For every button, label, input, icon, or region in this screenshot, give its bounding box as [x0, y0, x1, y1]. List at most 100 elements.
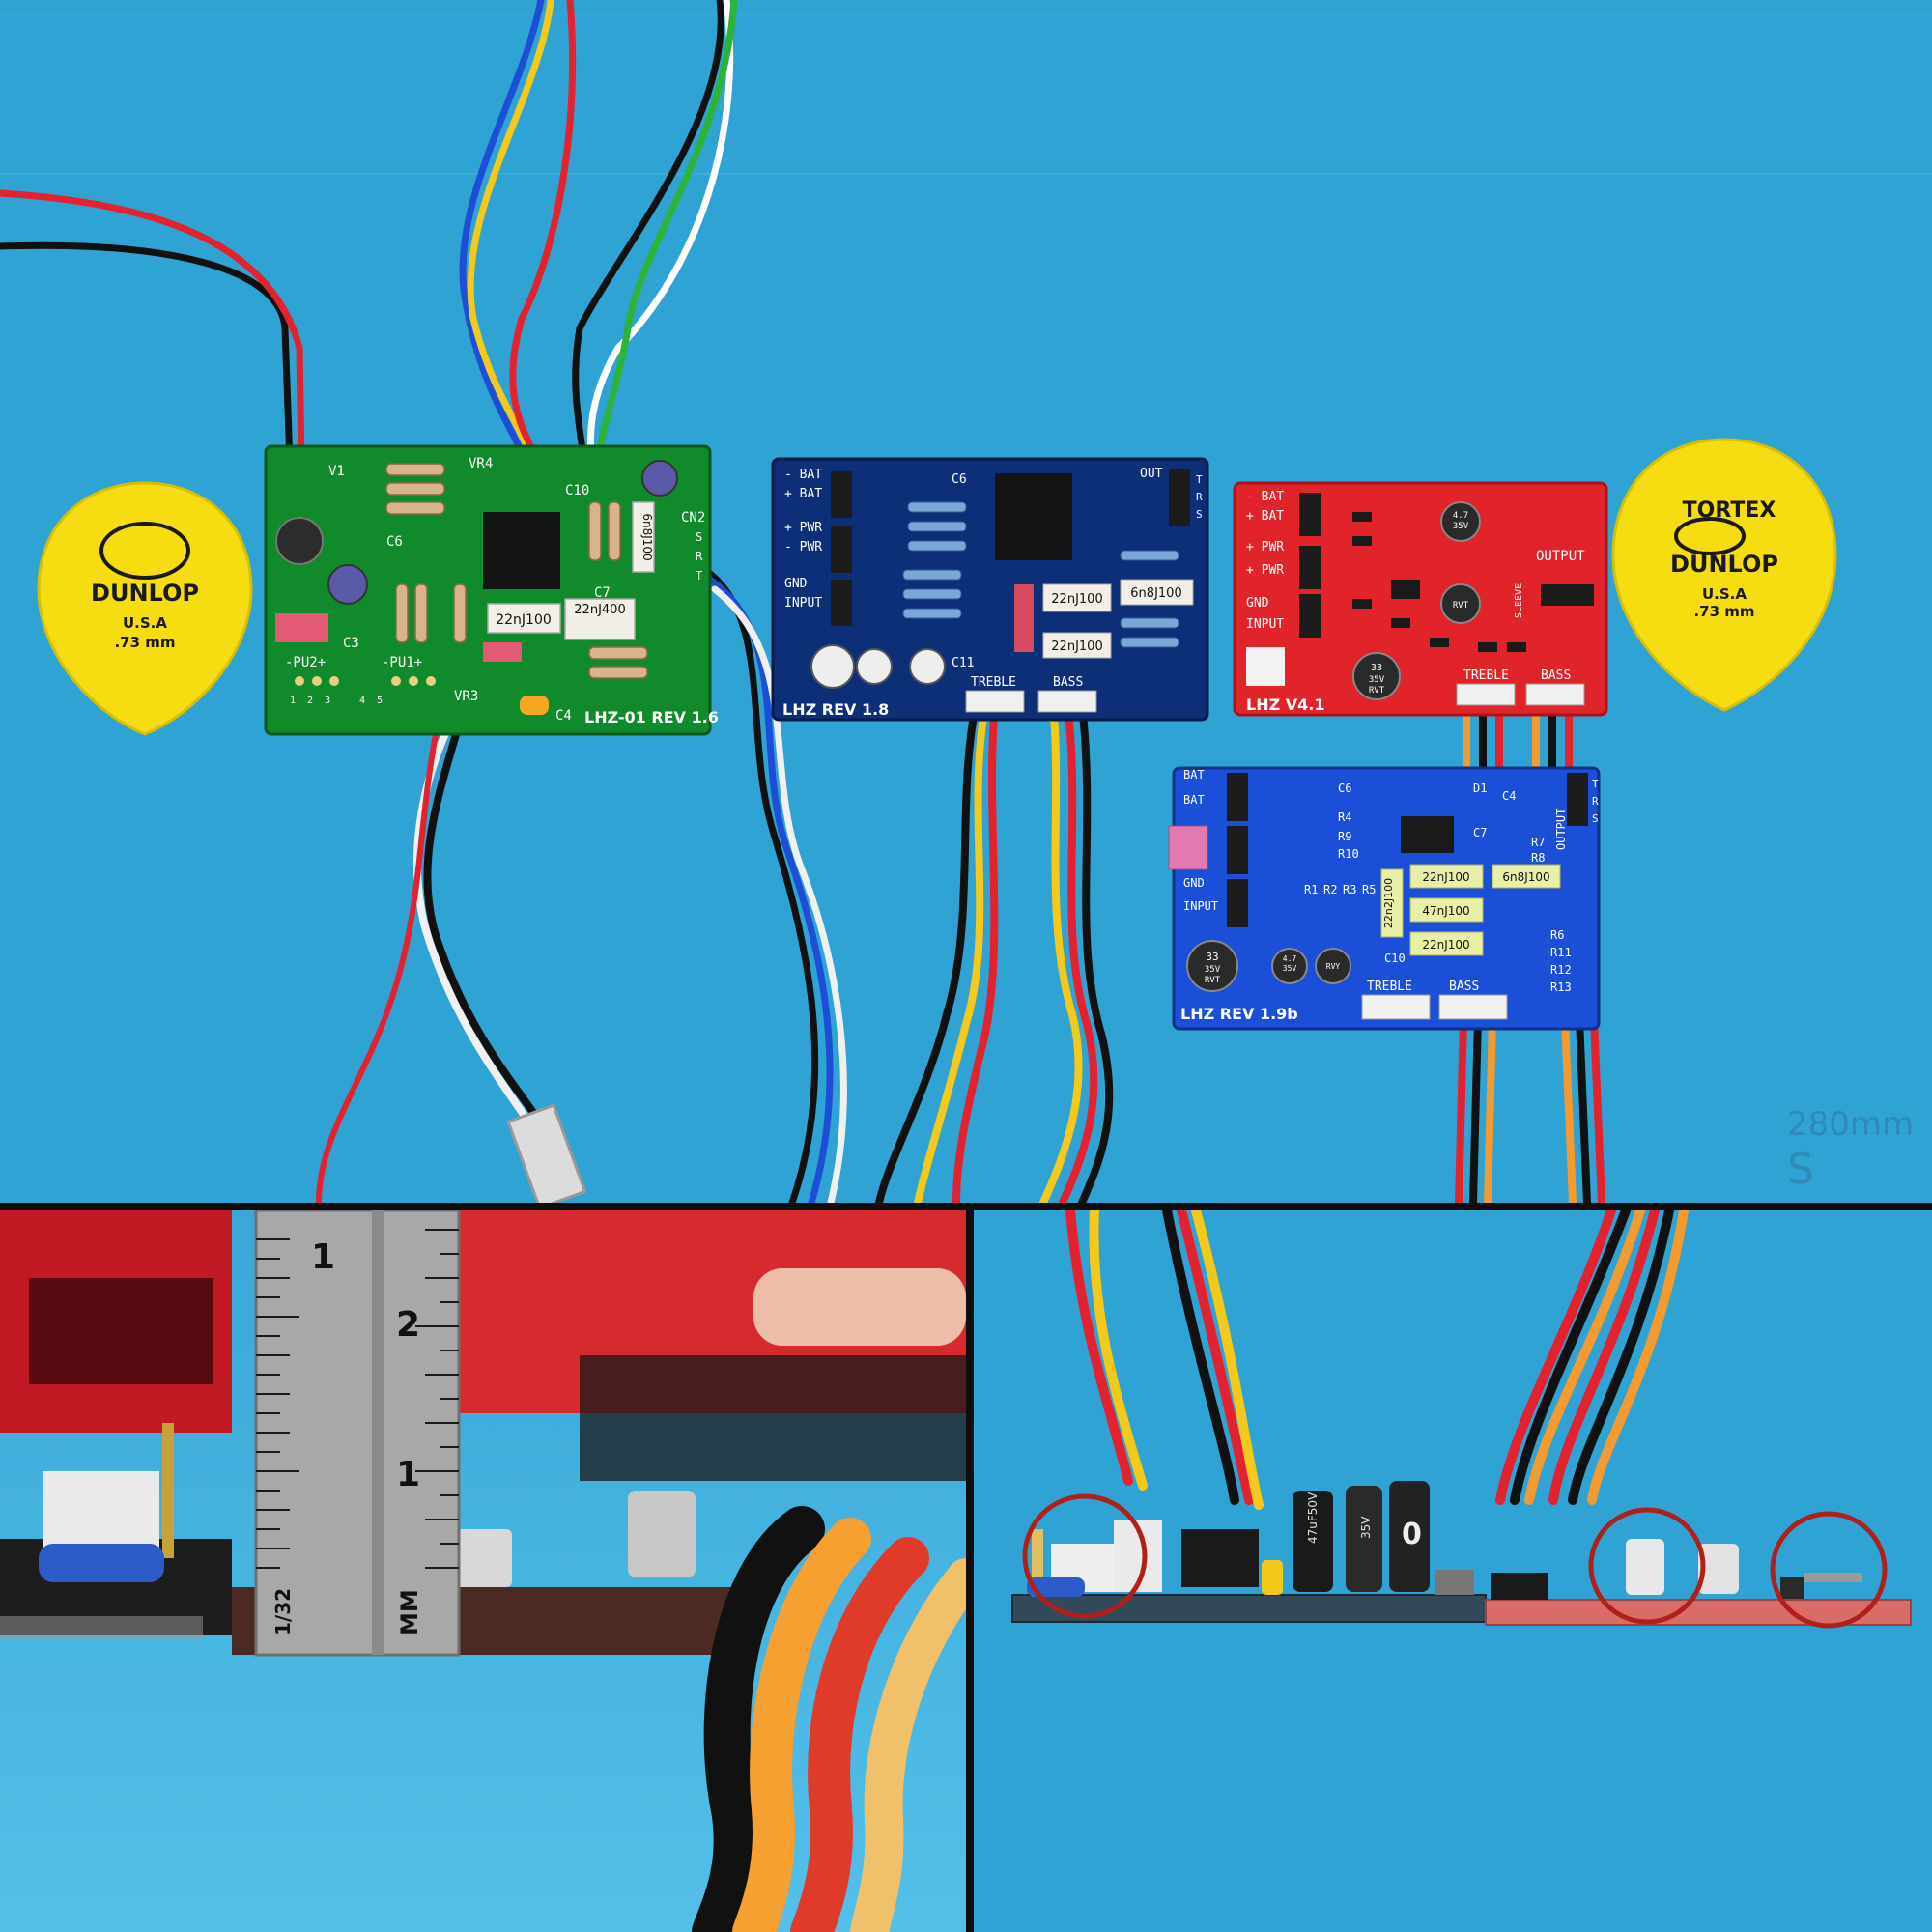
film-cap-label: 22nJ100: [496, 612, 552, 628]
svg-text:R2: R2: [1323, 883, 1337, 896]
ref-input: INPUT: [784, 596, 822, 611]
svg-text:R8: R8: [1531, 851, 1545, 865]
header-pin-horizontal: [1804, 1573, 1862, 1582]
pick-left-origin: U.S.A: [123, 614, 167, 632]
mat-grid: [0, 14, 1932, 175]
film-cap-label: 6n8J100: [640, 513, 654, 560]
resistors: [385, 463, 648, 679]
connector-treble: [1361, 994, 1431, 1020]
film-cap: [1120, 579, 1194, 606]
pin-headers: [831, 469, 1190, 626]
pin-headers: [1227, 773, 1588, 927]
blue-resistor: [1027, 1577, 1085, 1597]
svg-text:6n8J100: 6n8J100: [1502, 870, 1549, 884]
label-treble: TREBLE: [1367, 980, 1412, 994]
svg-text:22nJ100: 22nJ100: [1422, 938, 1469, 952]
svg-text:47nJ100: 47nJ100: [1422, 904, 1469, 918]
board-blue: 22nJ100 6n8J100 22n2J100 47nJ100 22nJ100…: [1168, 766, 1601, 1031]
electrolytic-cap: [1626, 1539, 1664, 1595]
ruler: 1 2 1 1/32 MM: [254, 1210, 461, 1657]
film-cap: [487, 603, 561, 634]
svg-text:4: 4: [359, 696, 365, 706]
svg-text:C6: C6: [1338, 781, 1351, 795]
ref-plus-pwr: + PWR: [784, 521, 822, 535]
ref-C4: C4: [555, 708, 572, 724]
ruler-ticks: [256, 1229, 459, 1569]
film-cap-label: 22nJ400: [574, 603, 625, 617]
ref-out: OUT: [1140, 467, 1163, 481]
svg-text:R12: R12: [1550, 963, 1572, 977]
ref-VR4: VR4: [469, 456, 493, 471]
cap-top: [454, 1529, 512, 1587]
diode-package: [1181, 1529, 1259, 1587]
silk-block: [1246, 647, 1285, 686]
ref-VR3: VR3: [454, 689, 478, 704]
small-cap-value: 4.7: [1283, 954, 1297, 963]
svg-text:BAT: BAT: [1183, 768, 1205, 781]
ref-PU1: -PU1+: [382, 655, 422, 670]
svg-text:C7: C7: [1473, 826, 1487, 839]
svg-text:GND: GND: [1183, 876, 1205, 890]
label-treble: TREBLE: [971, 675, 1016, 690]
ref-C3: C3: [343, 636, 359, 651]
label-bass: BASS: [1541, 668, 1571, 683]
svg-text:R3: R3: [1343, 883, 1356, 896]
ref-minus-pwr: - PWR: [784, 540, 822, 554]
trimmer-block: [275, 613, 328, 642]
svg-text:C10: C10: [1384, 952, 1406, 965]
ref-plus-bat: + BAT: [1246, 509, 1284, 524]
connector-treble: [1456, 683, 1516, 706]
svg-text:R13: R13: [1550, 980, 1572, 994]
ref-V1: V1: [328, 464, 345, 479]
turtle-logo: [1674, 517, 1746, 555]
ref-sleeve: SLEEVE: [1514, 583, 1524, 618]
film-cap: [1042, 632, 1112, 659]
wires: [0, 0, 1605, 1203]
cap-label: 47uF50V: [1306, 1492, 1320, 1544]
svg-text:2: 2: [307, 696, 313, 706]
electrolytic-cap: [856, 648, 893, 685]
pin-S: S: [696, 530, 702, 544]
small-cap-series: RVY: [1326, 962, 1341, 971]
ruler-mark-1: 1: [311, 1237, 335, 1277]
ref-PU2: -PU2+: [285, 655, 326, 670]
red-cap: [1014, 584, 1034, 652]
pick-right-brand: DUNLOP: [1670, 551, 1778, 578]
pin-R: R: [696, 550, 703, 563]
film-caps: 22nJ100 6n8J100 22n2J100 47nJ100 22nJ100: [1380, 864, 1561, 956]
svg-text:BAT: BAT: [1183, 793, 1205, 807]
board-red-name: LHZ V4.1: [1246, 696, 1324, 714]
ref-minus-bat: - BAT: [1246, 490, 1284, 504]
pin-S: S: [1592, 812, 1599, 825]
wires: [1065, 1210, 1689, 1510]
film-cap: [632, 501, 655, 573]
pick-left-brand: DUNLOP: [91, 580, 199, 607]
small-cap-voltage: 35V: [1283, 964, 1297, 973]
highlight-circle-left: [1022, 1493, 1148, 1619]
ruler-mark-1b: 1: [396, 1455, 420, 1494]
label-bass: BASS: [1449, 980, 1479, 994]
board-red-profile: [1485, 1539, 1912, 1626]
ref-plus-pwr-2: + PWR: [1246, 563, 1284, 578]
pick-right: TORTEX DUNLOP U.S.A .73 mm: [1611, 438, 1837, 712]
board-navy: 22nJ100 6n8J100 22nJ100 - BAT + BAT + PW…: [771, 457, 1209, 722]
pick-right-gauge: .73 mm: [1693, 603, 1754, 620]
ruler-unit-mm: MM: [396, 1589, 423, 1635]
connector-treble: [965, 690, 1025, 713]
pin-T: T: [1196, 473, 1203, 486]
film-cap-label: 22nJ100: [1051, 639, 1102, 654]
big-cap-value: 33: [1206, 951, 1218, 963]
electrolytic-cap: [1346, 1486, 1382, 1592]
wire-bundle: [692, 1506, 966, 1932]
ruler-unit-fraction: 1/32: [271, 1588, 295, 1635]
svg-text:R11: R11: [1550, 946, 1572, 959]
svg-text:R9: R9: [1338, 830, 1351, 843]
svg-text:1: 1: [290, 696, 296, 706]
connector-bass: [1438, 994, 1508, 1020]
connector-bass: [1037, 690, 1097, 713]
electrolytic-cap: [909, 648, 946, 685]
top-photo-panel: DUNLOP U.S.A .73 mm TORTEX DUNLOP U.S.A …: [0, 0, 1932, 1203]
smd-part: [1435, 1570, 1474, 1595]
electrolytic-cap: [1440, 583, 1481, 624]
electrolytic-cap: [1293, 1491, 1333, 1592]
